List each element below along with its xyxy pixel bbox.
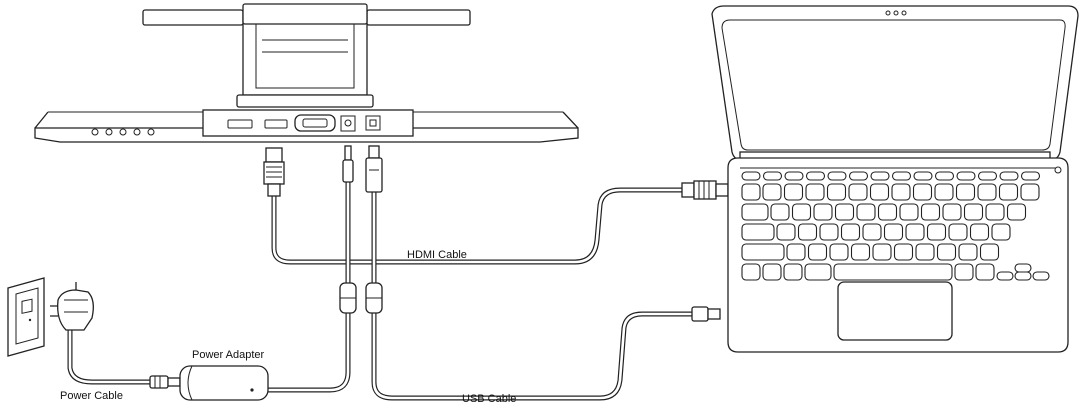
keyboard-key	[912, 183, 933, 201]
keyboard-key	[741, 223, 775, 241]
keyboard-key	[819, 223, 839, 241]
keyboard-key	[893, 243, 914, 261]
keyboard-key	[1006, 203, 1027, 221]
keyboard-key	[934, 171, 955, 181]
keyboard-key	[913, 171, 933, 181]
keyboard-key	[869, 183, 890, 201]
keyboard-key	[956, 171, 976, 181]
keyboard-key	[827, 171, 847, 181]
keyboard-key	[741, 263, 761, 281]
keyboard-key	[977, 183, 997, 201]
keyboard-key	[996, 271, 1014, 281]
keyboard-key	[797, 223, 818, 241]
keyboard-key	[891, 171, 912, 181]
keyboard-key	[870, 171, 890, 181]
keyboard-key	[926, 223, 947, 241]
usb-cable-label: USB Cable	[462, 393, 516, 405]
keyboard-key	[826, 183, 847, 201]
power-adapter-icon	[179, 365, 269, 401]
keyboard-key	[975, 263, 995, 281]
hdmi-cable	[263, 147, 729, 265]
keyboard-key	[920, 203, 941, 221]
keyboard-key	[834, 203, 855, 221]
keyboard-key	[1020, 171, 1041, 181]
keyboard-key	[877, 203, 898, 221]
keyboard-key	[762, 171, 783, 181]
keyboard-key	[963, 203, 984, 221]
keyboard-key	[805, 183, 825, 201]
keyboard-key	[1020, 183, 1040, 201]
hdmi-cable-label: HDMI Cable	[407, 249, 467, 261]
keyboard-key	[741, 243, 785, 261]
keyboard-key	[915, 243, 935, 261]
keyboard-key	[813, 203, 833, 221]
keyboard-key	[977, 171, 998, 181]
keyboard-key	[783, 263, 803, 281]
keyboard-key	[942, 203, 962, 221]
keyboard-key	[998, 183, 1019, 201]
keyboard-key	[804, 263, 832, 281]
keyboard-key	[762, 183, 782, 201]
uk-plug-icon	[50, 282, 94, 331]
keyboard-key	[848, 171, 869, 181]
keyboard-key	[883, 223, 904, 241]
wall-socket-icon	[7, 277, 45, 357]
keyboard-key	[850, 243, 871, 261]
keyboard-key	[969, 223, 990, 241]
keyboard-key	[762, 263, 782, 281]
keyboard-key	[791, 203, 812, 221]
laptop-keyboard	[741, 171, 1050, 281]
mains-cable	[67, 327, 181, 389]
keyboard-key	[1014, 263, 1032, 273]
power-adapter-label: Power Adapter	[192, 349, 264, 361]
keyboard-key	[872, 243, 892, 261]
keyboard-key	[991, 223, 1011, 241]
keyboard-key	[848, 183, 868, 201]
keyboard-key	[741, 183, 761, 201]
keyboard-key	[776, 223, 796, 241]
keyboard-key	[948, 223, 968, 241]
keyboard-key	[833, 263, 953, 281]
keyboard-key	[1014, 271, 1032, 281]
keyboard-key	[1032, 271, 1050, 281]
usb-cable	[365, 145, 721, 401]
keyboard-key	[899, 203, 919, 221]
dc-power-cable	[265, 145, 357, 393]
keyboard-key	[905, 223, 925, 241]
keyboard-key	[783, 183, 804, 201]
keyboard-key	[936, 243, 957, 261]
keyboard-key	[985, 203, 1005, 221]
keyboard-key	[829, 243, 849, 261]
keyboard-key	[954, 263, 974, 281]
monitor-icon	[34, 3, 579, 143]
power-cable-label: Power Cable	[60, 390, 123, 402]
keyboard-key	[856, 203, 876, 221]
keyboard-key	[955, 183, 976, 201]
keyboard-key	[770, 203, 790, 221]
keyboard-key	[784, 171, 804, 181]
keyboard-key	[999, 171, 1019, 181]
keyboard-key	[891, 183, 911, 201]
keyboard-key	[805, 171, 826, 181]
keyboard-key	[807, 243, 828, 261]
keyboard-key	[741, 171, 761, 181]
keyboard-key	[741, 203, 769, 221]
keyboard-key	[840, 223, 861, 241]
keyboard-key	[934, 183, 954, 201]
keyboard-key	[979, 243, 1000, 261]
keyboard-key	[958, 243, 978, 261]
keyboard-key	[786, 243, 806, 261]
keyboard-key	[862, 223, 882, 241]
